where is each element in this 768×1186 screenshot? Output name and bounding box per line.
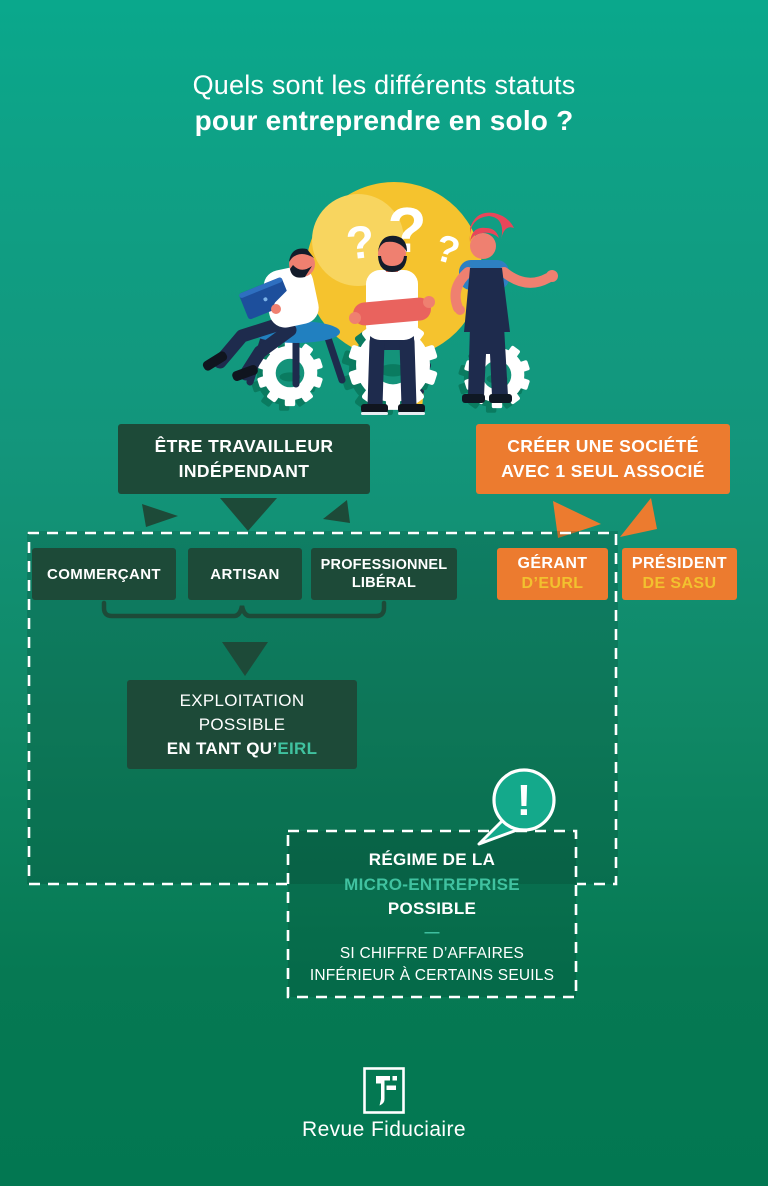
box-line: CRÉER UNE SOCIÉTÉ [507,436,699,456]
box-line: LIBÉRAL [351,575,417,591]
logo-f-glyph [376,1076,397,1106]
box-line: POSSIBLE [198,714,286,734]
eirl-highlight: EIRL [277,738,318,758]
box-line: EN TANT QU’EIRL [167,737,318,761]
box-line: PROFESSIONNEL [320,556,448,573]
independant-zone-dashed-border [27,531,618,886]
question-mark-icon: ? [344,215,377,270]
box-president-sasu: PRÉSIDENT DE SASU [622,548,737,600]
hero-illustration: ? ? ? [202,182,558,416]
title-line-2: pour entreprendre en solo ? [194,105,574,136]
note-divider: — [424,923,440,941]
box-line: GÉRANT [517,555,588,572]
box-line: INDÉPENDANT [178,461,310,481]
box-commercant: COMMERÇANT [32,548,176,600]
person-crossed-arms [349,235,435,415]
box-exploitation-eirl: EXPLOITATION POSSIBLE EN TANT QU’EIRL [127,680,357,769]
box-artisan: ARTISAN [188,548,302,600]
exclamation-mark: ! [517,776,532,825]
box-line-gold: D’EURL [521,575,584,592]
arrow-down-icon [222,642,268,676]
arrow-down-icon [323,500,350,523]
box-line: AVEC 1 SEUL ASSOCIÉ [501,461,705,481]
box-line-gold: DE SASU [642,575,717,592]
arrow-down-icon [553,501,601,538]
box-creer-societe: CRÉER UNE SOCIÉTÉ AVEC 1 SEUL ASSOCIÉ [476,424,730,494]
person-laptop [202,248,346,388]
arrow-down-icon [142,504,178,527]
page-title: Quels sont les différents statuts pour e… [0,68,768,138]
bracket-connector [101,600,387,619]
note-line: SI CHIFFRE D’AFFAIRES [339,944,525,962]
box-etre-travailleur-independant: ÊTRE TRAVAILLEUR INDÉPENDANT [118,424,370,494]
exclamation-bubble-icon: ! [477,768,556,846]
box-line: ARTISAN [210,565,280,583]
revue-fiduciaire-logo [363,1067,405,1114]
box-professionnel-liberal: PROFESSIONNEL LIBÉRAL [311,548,457,600]
box-line: PRÉSIDENT [631,555,728,572]
box-line: ÊTRE TRAVAILLEUR [154,436,334,456]
note-line: POSSIBLE [387,899,477,918]
person-overalls [450,212,558,403]
box-line: COMMERÇANT [47,565,161,583]
note-line-highlight: MICRO-ENTREPRISE [344,874,520,894]
eirl-prefix: EN TANT QU’ [166,738,278,758]
arrow-down-icon [620,498,657,537]
brand-name: Revue Fiduciaire [302,1118,466,1141]
note-micro-entreprise: RÉGIME DE LA MICRO-ENTREPRISE POSSIBLE —… [288,831,576,997]
note-line: INFÉRIEUR À CERTAINS SEUILS [309,967,555,984]
box-line: EXPLOITATION [179,690,305,710]
box-gerant-eurl: GÉRANT D’EURL [497,548,608,600]
note-line: RÉGIME DE LA [368,850,496,869]
arrow-down-icon [220,498,277,531]
title-line-1: Quels sont les différents statuts [192,70,576,100]
micro-zone-dashed-border [286,829,578,999]
